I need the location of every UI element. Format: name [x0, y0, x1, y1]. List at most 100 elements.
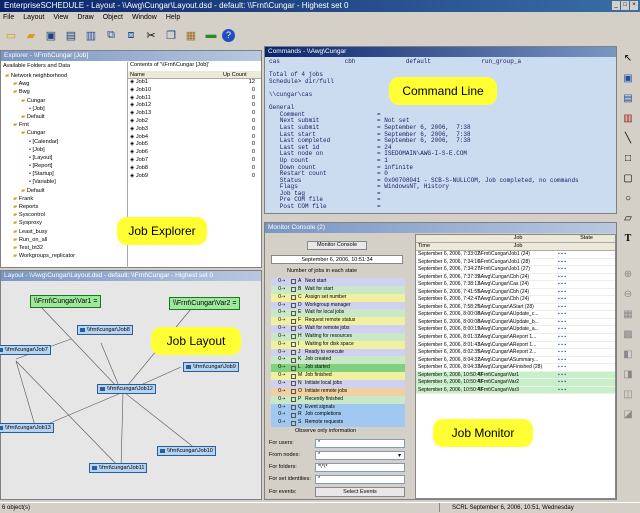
- menu-file[interactable]: File: [3, 14, 15, 21]
- open-folder-icon[interactable]: ▰: [26, 29, 36, 42]
- table-row[interactable]: September 6, 2006, 8:00:08\\Awg\Cungar\A…: [416, 311, 615, 319]
- col-job[interactable]: Job: [513, 243, 523, 249]
- table-row[interactable]: September 6, 2006, 7:34:16\\Frnt\Cungar\…: [416, 259, 615, 267]
- tree-item[interactable]: ▪ [Job]: [29, 146, 45, 153]
- tree-item[interactable]: ▪ [Calendar]: [29, 138, 59, 145]
- menu-layout[interactable]: Layout: [23, 14, 45, 21]
- tree-item[interactable]: ▰ Syscontrol: [13, 212, 45, 219]
- monitor-icon[interactable]: ▤: [65, 29, 77, 42]
- grid-icon[interactable]: ▩: [623, 328, 633, 340]
- ellipse-icon[interactable]: ○: [624, 192, 632, 204]
- tree-item[interactable]: ▰ Default: [21, 187, 45, 194]
- table-row[interactable]: September 6, 2006, 8:04:33\\Awg\Cungar\A…: [416, 364, 615, 372]
- select-events-button[interactable]: Select Events: [315, 487, 405, 497]
- table-row[interactable]: September 6, 2006, 8:01:43\\Awg\Cungar\A…: [416, 342, 615, 350]
- monitor-rows[interactable]: September 6, 2006, 7:33:02\\Frnt\Cungar\…: [416, 251, 615, 395]
- cut-icon[interactable]: ✂: [146, 29, 156, 42]
- tree-item[interactable]: ▰ Cungar: [21, 97, 46, 104]
- layout-job12[interactable]: \\frnt\cungar\Job12: [97, 384, 156, 394]
- tree-item[interactable]: ▰ Sysproxy: [13, 220, 42, 227]
- pointer-icon[interactable]: ↖: [623, 52, 633, 64]
- layout-title[interactable]: Layout - \\Awg\Cungar\Layout.dsd - defau…: [1, 271, 261, 281]
- nodes-select[interactable]: *: [315, 451, 405, 460]
- table-row[interactable]: September 6, 2006, 8:00:08\\Awg\Cungar\A…: [416, 319, 615, 327]
- table-row[interactable]: September 6, 2006, 7:37:39\\Awg\Cungar\C…: [416, 274, 615, 282]
- group-icon[interactable]: ◫: [623, 388, 633, 400]
- table-row[interactable]: September 6, 2006, 7:33:02\\Frnt\Cungar\…: [416, 251, 615, 259]
- menu-help[interactable]: Help: [165, 14, 181, 21]
- layout-job7[interactable]: \\frnt\cungar\Job7: [0, 345, 51, 355]
- layout-job11[interactable]: \\frnt\cungar\Job11: [89, 463, 148, 473]
- job-tool-icon[interactable]: ▣: [623, 72, 633, 84]
- layout-job10[interactable]: \\frnt\cungar\Job10: [157, 446, 216, 456]
- close-icon[interactable]: ×: [630, 1, 638, 10]
- table-row[interactable]: September 6, 2006, 7:38:13\\Awg\Cungar\C…: [416, 281, 615, 289]
- menu-view[interactable]: View: [53, 14, 69, 21]
- tree-item[interactable]: ▪ [Startup]: [29, 171, 54, 178]
- rounded-rect-icon[interactable]: ▢: [623, 172, 633, 184]
- table-row[interactable]: September 6, 2006, 7:41:55\\Awg\Cungar\C…: [416, 289, 615, 297]
- setid-input[interactable]: *: [315, 475, 405, 484]
- col-up-count[interactable]: Up Count: [223, 72, 247, 78]
- computer-icon[interactable]: ▥: [85, 29, 97, 42]
- maximize-icon[interactable]: □: [621, 1, 629, 10]
- layout-job9[interactable]: \\frnt\cungar\Job9: [183, 362, 239, 372]
- tree-item[interactable]: ▰ Network neighborhood: [5, 73, 68, 79]
- col-state-top[interactable]: State: [580, 235, 593, 241]
- chevron-down-icon[interactable]: ▾: [398, 453, 402, 459]
- users-input[interactable]: *: [315, 439, 405, 448]
- ungroup-icon[interactable]: ◪: [623, 408, 633, 420]
- send-back-icon[interactable]: ◨: [623, 368, 633, 380]
- copy-icon[interactable]: ❐: [166, 29, 176, 42]
- tree-item[interactable]: ▪ [Job]: [29, 105, 45, 112]
- col-time[interactable]: Time: [418, 243, 431, 249]
- monitor-title[interactable]: Monitor Console (2): [265, 223, 616, 233]
- table-row[interactable]: September 6, 2006, 10:50:47\\Frnt\Cungar…: [416, 386, 615, 395]
- command-title[interactable]: Commands - \\Awg\Cungar: [265, 47, 616, 57]
- table-row[interactable]: September 6, 2006, 8:01:32\\Awg\Cungar\A…: [416, 334, 615, 342]
- rectangle-icon[interactable]: □: [624, 152, 632, 164]
- save-icon[interactable]: ▣: [45, 29, 57, 42]
- tree-item[interactable]: ▰ Awg: [13, 81, 30, 88]
- menu-window[interactable]: Window: [131, 14, 157, 21]
- zoom-out-icon[interactable]: ⊖: [623, 288, 633, 300]
- tree-item[interactable]: ▰ Default: [21, 113, 45, 120]
- folder-tree[interactable]: ▰ Network neighborhood▰ Awg▰ Bwg▰ Cungar…: [5, 72, 125, 268]
- table-row[interactable]: September 6, 2006, 10:50:47\\Frnt\Cungar…: [416, 379, 615, 387]
- minimize-icon[interactable]: _: [612, 1, 620, 10]
- tree-item[interactable]: ▪ [Variable]: [29, 179, 56, 186]
- table-row[interactable]: September 6, 2006, 7:34:27\\Frnt\Cungar\…: [416, 266, 615, 274]
- var-tool-icon[interactable]: ▤: [623, 92, 633, 104]
- table-row[interactable]: September 6, 2006, 10:50:47\\Frnt\Cungar…: [416, 371, 615, 380]
- print-icon[interactable]: ▬: [205, 29, 217, 41]
- layout-job8[interactable]: \\frnt\cungar\Job8: [77, 325, 133, 335]
- tree-item[interactable]: ▰ Least_busy: [13, 228, 48, 235]
- text-icon[interactable]: T: [624, 232, 632, 244]
- window-controls[interactable]: _ □ ×: [612, 1, 638, 11]
- align-icon[interactable]: ▦: [623, 308, 633, 320]
